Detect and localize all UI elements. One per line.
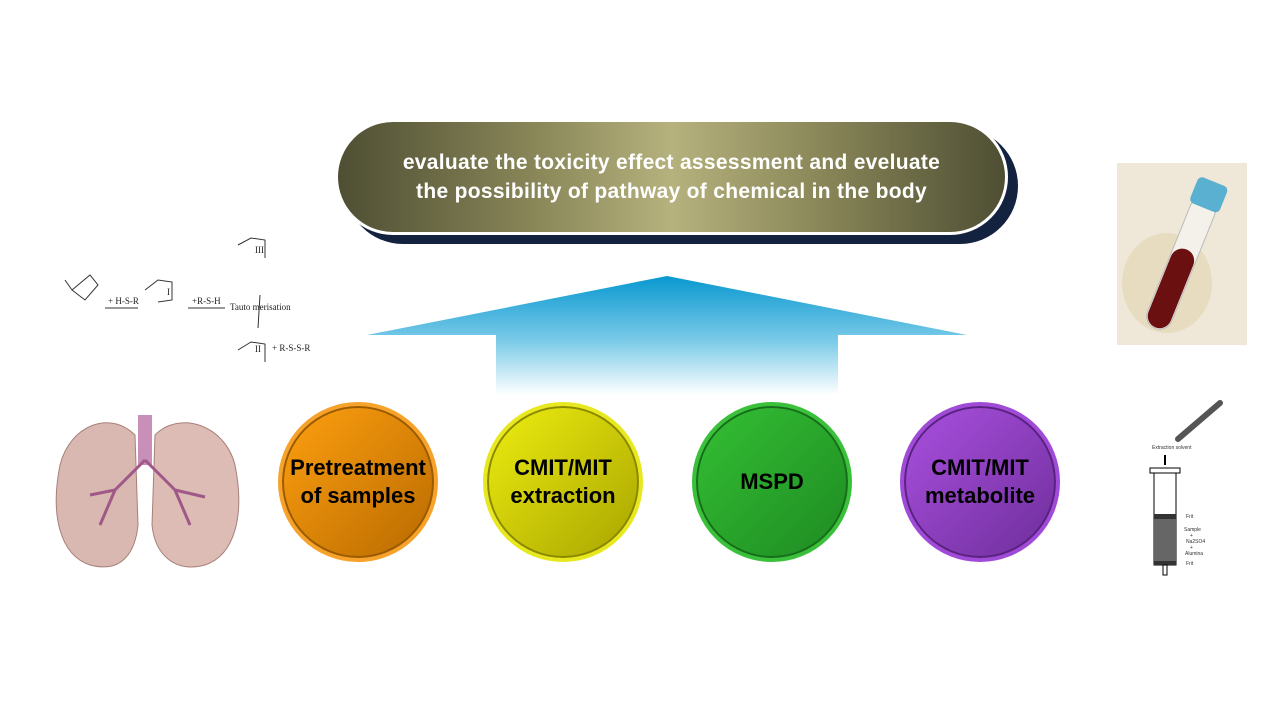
dropper-icon (1175, 400, 1223, 442)
reagent-1: + H-S-R (108, 296, 139, 306)
reagent-2: +R-S-H (192, 296, 221, 306)
packing-label: Alumina (1185, 551, 1203, 557)
frit-label: Frit (1186, 561, 1194, 567)
structure-label: I (167, 287, 170, 297)
step-label: of samples (300, 483, 416, 508)
step-label: metabolite (924, 483, 1036, 508)
blood-tube-photo (1117, 163, 1247, 345)
step-label: MSPD (740, 469, 804, 494)
step-pretreatment: Pretreatment of samples (278, 402, 438, 562)
packing-label: Sample (1184, 527, 1201, 533)
step-label: CMIT/MIT (514, 455, 612, 480)
banner-line-2: the possibility of pathway of chemical i… (416, 180, 927, 203)
step-label: Pretreatment (290, 455, 426, 480)
lungs-image (55, 415, 240, 568)
product-label: + R-S-S-R (272, 343, 310, 353)
solvent-label: Extraction solvent (1152, 445, 1192, 451)
tautomerisation-label: Tauto merisation (230, 302, 291, 312)
reaction-scheme: + H-S-R +R-S-H Tauto merisation + R-S-S-… (64, 237, 310, 362)
step-mspd: MSPD (692, 402, 852, 562)
step-extraction: CMIT/MIT extraction (483, 402, 643, 562)
banner-line-1: evaluate the toxicity effect assessment … (402, 151, 941, 174)
step-label: CMIT/MIT (931, 455, 1029, 480)
up-arrow (367, 276, 967, 395)
step-label: extraction (510, 483, 616, 508)
goal-banner: evaluate the toxicity effect assessment … (335, 119, 1008, 235)
packing-label: + (1190, 533, 1193, 539)
structure-label: III (255, 245, 264, 255)
structure-label: II (255, 344, 261, 354)
packing-label: Na2SO4 (1186, 539, 1205, 545)
mspd-syringe-diagram: Extraction solvent Frit Sample + Na2SO4 … (1149, 400, 1223, 576)
step-metabolite: CMIT/MIT metabolite (900, 402, 1060, 562)
packing-label: + (1190, 545, 1193, 551)
frit-label: Frit (1186, 514, 1194, 520)
